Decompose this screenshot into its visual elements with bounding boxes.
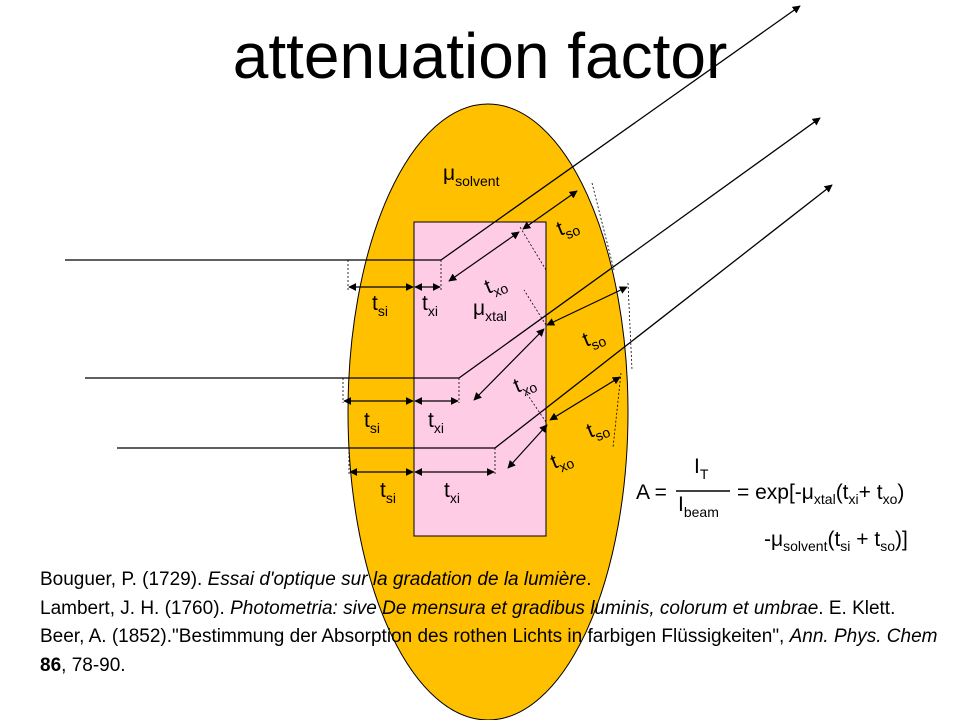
t-xo-arrow-3 xyxy=(507,424,548,469)
t-xo-arrow-1 xyxy=(448,231,520,282)
reference-lambert: Lambert, J. H. (1760). Photometria: sive… xyxy=(40,597,896,619)
t-si-label-3: tsi xyxy=(380,479,396,506)
mu-solvent-label: μsolvent xyxy=(443,162,500,189)
guide-line xyxy=(523,289,547,326)
equation-numerator: IT xyxy=(694,455,709,482)
t-xi-label-2: txi xyxy=(428,409,444,436)
slide-title: attenuation factor xyxy=(232,20,728,92)
equation-denominator: Ibeam xyxy=(678,493,719,520)
t-so-arrow-3 xyxy=(549,376,621,421)
references: Bouguer, P. (1729). Essai d'optique sur … xyxy=(40,566,940,680)
equation-line-2: -μsolvent(tsi + tso)] xyxy=(764,528,908,554)
t-so-arrow-2 xyxy=(546,286,628,326)
diffracted-beam-1 xyxy=(440,5,801,261)
mu-xtal-label: μxtal xyxy=(473,297,507,324)
guide-line xyxy=(519,226,547,271)
t-xo-arrow-2 xyxy=(473,328,545,401)
guide-line xyxy=(627,282,633,371)
crystal xyxy=(413,221,547,537)
t-so-arrow-1 xyxy=(522,190,578,230)
reference-beer: Beer, A. (1852)."Bestimmung der Absorpti… xyxy=(40,626,938,676)
reference-bouguer: Bouguer, P. (1729). Essai d'optique sur … xyxy=(40,569,592,590)
t-xi-label-1: txi xyxy=(422,292,438,319)
t-si-label-1: tsi xyxy=(372,292,388,319)
t-xi-label-3: txi xyxy=(444,479,460,506)
equation-lhs: A = xyxy=(636,481,667,504)
t-si-label-2: tsi xyxy=(364,409,380,436)
equation: A = IT Ibeam = exp[-μxtal(txi+ txo) -μso… xyxy=(636,455,908,554)
equation-line-1: = exp[-μxtal(txi+ txo) xyxy=(737,481,904,507)
guide-line xyxy=(591,182,615,271)
